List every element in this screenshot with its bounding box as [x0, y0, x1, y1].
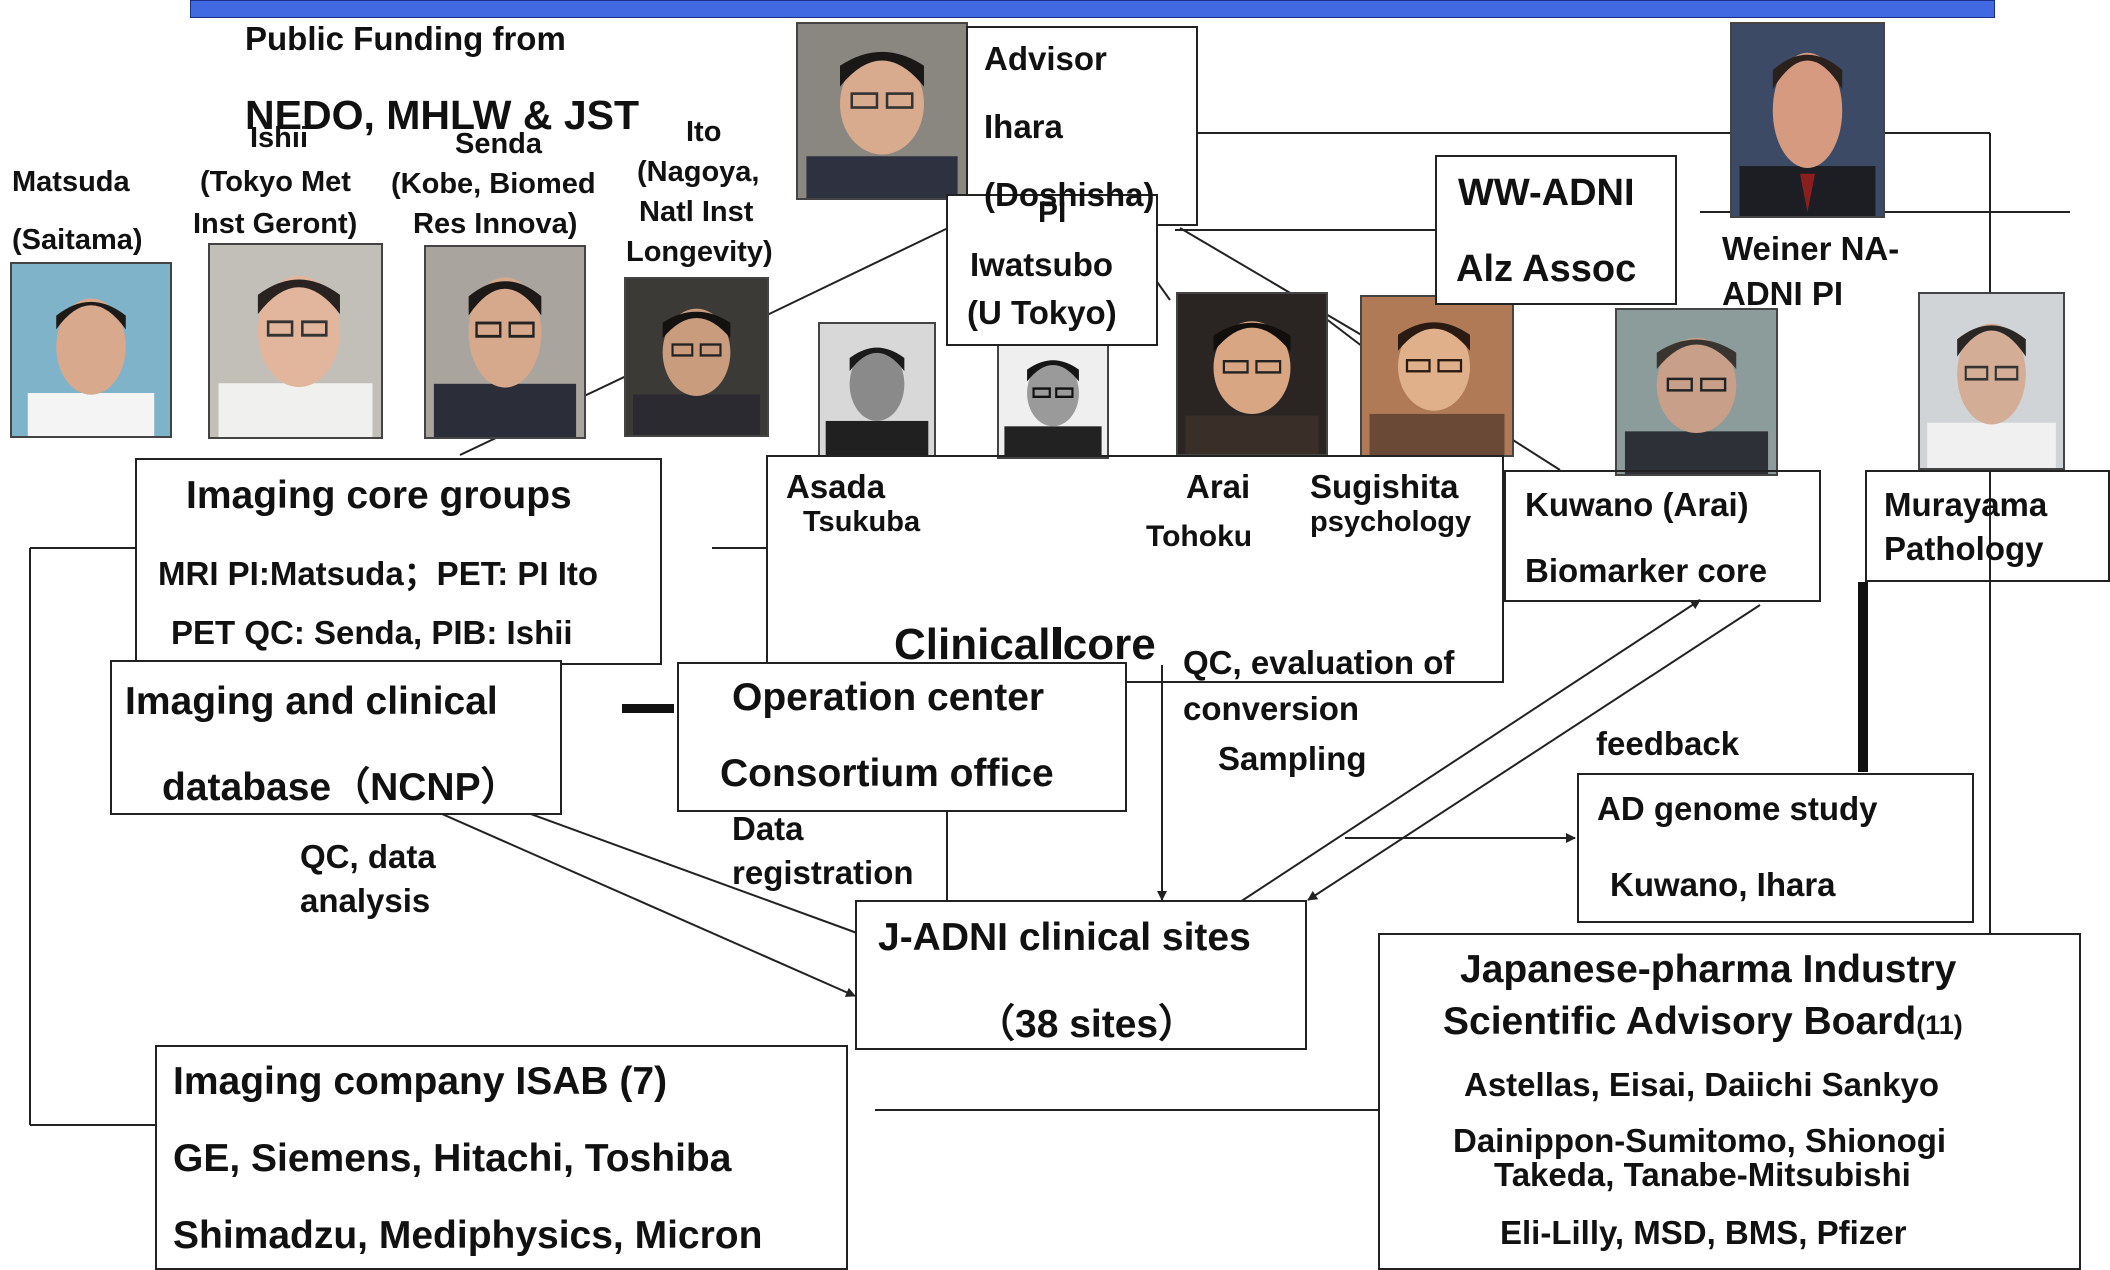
advisor-box: [966, 26, 1198, 226]
ito-affiliation-3: Longevity): [626, 236, 773, 268]
weiner-label-2: ADNI PI: [1722, 275, 1844, 312]
pharma-sab-line-4: Eli-Lilly, MSD, BMS, Pfizer: [1500, 1214, 1907, 1251]
operation-center-line-1: Operation center: [732, 676, 1045, 719]
database-line-1: Imaging and clinical: [125, 680, 498, 723]
pi-name: Iwatsubo: [970, 246, 1114, 283]
ito-photo: [624, 277, 769, 437]
funding-line-1: Public Funding from: [245, 20, 566, 57]
senda-photo: [424, 245, 586, 439]
ishii-name: Ishii: [250, 122, 309, 154]
murayama-photo: [1918, 292, 2065, 470]
clinical-core-label: Clinical core: [894, 620, 1156, 669]
clinical-core-box: [766, 455, 1504, 683]
pi-affiliation: (U Tokyo): [967, 294, 1117, 331]
matsuda-photo: [10, 262, 172, 438]
imaging-isab-line-2: Shimadzu, Mediphysics, Micron: [173, 1214, 763, 1257]
ishii-affiliation-1: (Tokyo Met: [200, 166, 351, 198]
matsuda-affiliation: (Saitama): [12, 224, 143, 256]
alz-assoc-label: Alz Assoc: [1456, 248, 1637, 290]
pi-box: [946, 194, 1158, 346]
imaging-core-line-2: PET QC: Senda, PIB: Ishii: [171, 614, 573, 651]
pharma-sab-line-3: Takeda, Tanabe-Mitsubishi: [1494, 1156, 1911, 1193]
ihara-photo: [796, 22, 968, 200]
qc-evaluation-line-2: conversion: [1183, 690, 1360, 727]
arai-photo: [1176, 292, 1328, 456]
murayama-name: Murayama: [1884, 486, 2048, 523]
top-bar: [190, 0, 1995, 18]
kuwano-photo: [1615, 308, 1778, 476]
ishii-affiliation-2: Inst Geront): [193, 208, 358, 240]
biomarker-core-box: [1504, 470, 1821, 602]
qc-evaluation-line-1: QC, evaluation of: [1183, 644, 1455, 681]
database-box: [110, 660, 562, 815]
sugishita-photo: [1360, 295, 1514, 457]
weiner-photo: [1730, 22, 1885, 218]
clinical-sites-line-1: J-ADNI clinical sites: [878, 916, 1251, 959]
advisor-affiliation: (Doshisha): [984, 176, 1155, 213]
sugishita-name: Sugishita: [1310, 468, 1459, 505]
operation-center-line-2: Consortium office: [720, 752, 1054, 795]
ito-affiliation-1: (Nagoya,: [637, 156, 760, 188]
pharma-sab-count: (11): [1916, 1010, 1963, 1040]
ishii-photo: [208, 243, 383, 439]
murayama-box: [1865, 470, 2110, 582]
clinical-sites-line-2: （38 sites）: [976, 1003, 1198, 1046]
imaging-core-title: Imaging core groups: [186, 474, 572, 517]
iwatsubo-photo: [997, 337, 1109, 459]
arai-affiliation: Tohoku: [1146, 520, 1253, 553]
ito-affiliation-2: Natl Inst: [639, 196, 754, 228]
arai-name: Arai: [1186, 468, 1251, 505]
asada-affiliation: Tsukuba: [803, 506, 921, 538]
genome-study-box: [1577, 773, 1974, 923]
sampling-label: Sampling: [1218, 740, 1367, 777]
asada-name: Asada: [786, 468, 886, 505]
pharma-sab-title-1: Japanese-pharma Industry: [1460, 948, 1957, 991]
biomarker-core-line-2: Biomarker core: [1525, 552, 1768, 589]
imaging-core-line-1: MRI PI:Matsuda；PET: PI Ito: [158, 555, 599, 592]
asada-photo: [818, 322, 936, 457]
genome-study-line-1: AD genome study: [1597, 790, 1878, 827]
ww-adni-box: [1435, 155, 1677, 305]
pharma-sab-box: [1378, 933, 2081, 1270]
murayama-affiliation: Pathology: [1884, 530, 2044, 567]
qc-data-line-1: QC, data: [300, 838, 436, 875]
pharma-sab-line-2: Dainippon-Sumitomo, Shionogi: [1453, 1122, 1947, 1159]
data-registration-line-2: registration: [732, 854, 914, 891]
pi-role: PI: [1038, 196, 1067, 229]
senda-affiliation-2: Res Innova): [413, 208, 578, 240]
funding-line-2: NEDO, MHLW & JST: [245, 92, 640, 138]
pharma-sab-title-2: Scientific Advisory Board(11): [1443, 1000, 1963, 1044]
data-registration-line-1: Data: [732, 810, 804, 847]
feedback-label: feedback: [1596, 725, 1740, 762]
database-line-2: database（NCNP）: [162, 766, 520, 809]
senda-name: Senda: [455, 128, 543, 160]
sugishita-affiliation: psychology: [1310, 506, 1472, 538]
advisor-role: Advisor: [984, 40, 1107, 77]
genome-study-line-2: Kuwano, Ihara: [1610, 866, 1836, 903]
matsuda-name: Matsuda: [12, 166, 130, 198]
qc-data-line-2: analysis: [300, 882, 431, 919]
senda-affiliation-1: (Kobe, Biomed: [391, 168, 596, 200]
imaging-isab-line-1: GE, Siemens, Hitachi, Toshiba: [173, 1137, 732, 1180]
advisor-name: Ihara: [984, 108, 1063, 145]
ww-adni-label: WW-ADNI: [1458, 172, 1635, 214]
operation-center-box: [677, 662, 1127, 812]
imaging-isab-title: Imaging company ISAB (7): [173, 1060, 668, 1103]
pharma-sab-line-1: Astellas, Eisai, Daiichi Sankyo: [1464, 1066, 1940, 1103]
weiner-label-1: Weiner NA-: [1722, 230, 1900, 267]
imaging-isab-box: [155, 1045, 848, 1270]
ito-name: Ito: [686, 116, 722, 148]
pharma-sab-title-2-text: Scientific Advisory Board: [1443, 1000, 1917, 1043]
biomarker-core-line-1: Kuwano (Arai): [1525, 486, 1749, 523]
clinical-sites-box: [855, 900, 1307, 1050]
